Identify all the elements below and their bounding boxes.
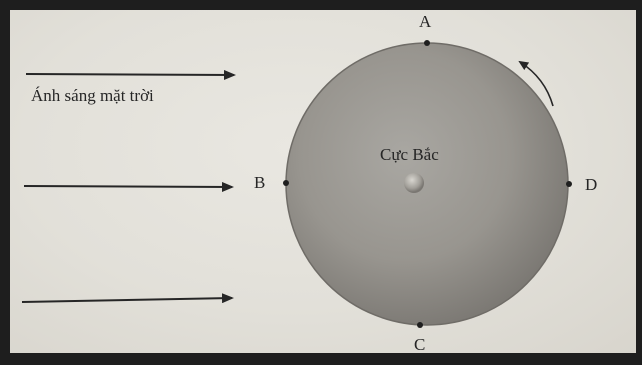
sun-ray-arrow-bottom [22, 298, 232, 302]
point-a-dot [424, 40, 430, 46]
north-pole-label: Cực Bắc [380, 145, 439, 165]
point-a-label: A [419, 12, 431, 32]
north-pole-dot [404, 173, 424, 193]
point-b-dot [283, 180, 289, 186]
point-b-label: B [254, 173, 265, 193]
earth-globe [286, 43, 568, 325]
point-c-label: C [414, 335, 425, 355]
point-d-dot [566, 181, 572, 187]
point-d-label: D [585, 175, 597, 195]
point-c-dot [417, 322, 423, 328]
sun-ray-arrow-middle [24, 186, 232, 187]
sun-ray-arrow-top [26, 74, 234, 75]
sunlight-label: Ánh sáng mặt trời [31, 86, 154, 106]
